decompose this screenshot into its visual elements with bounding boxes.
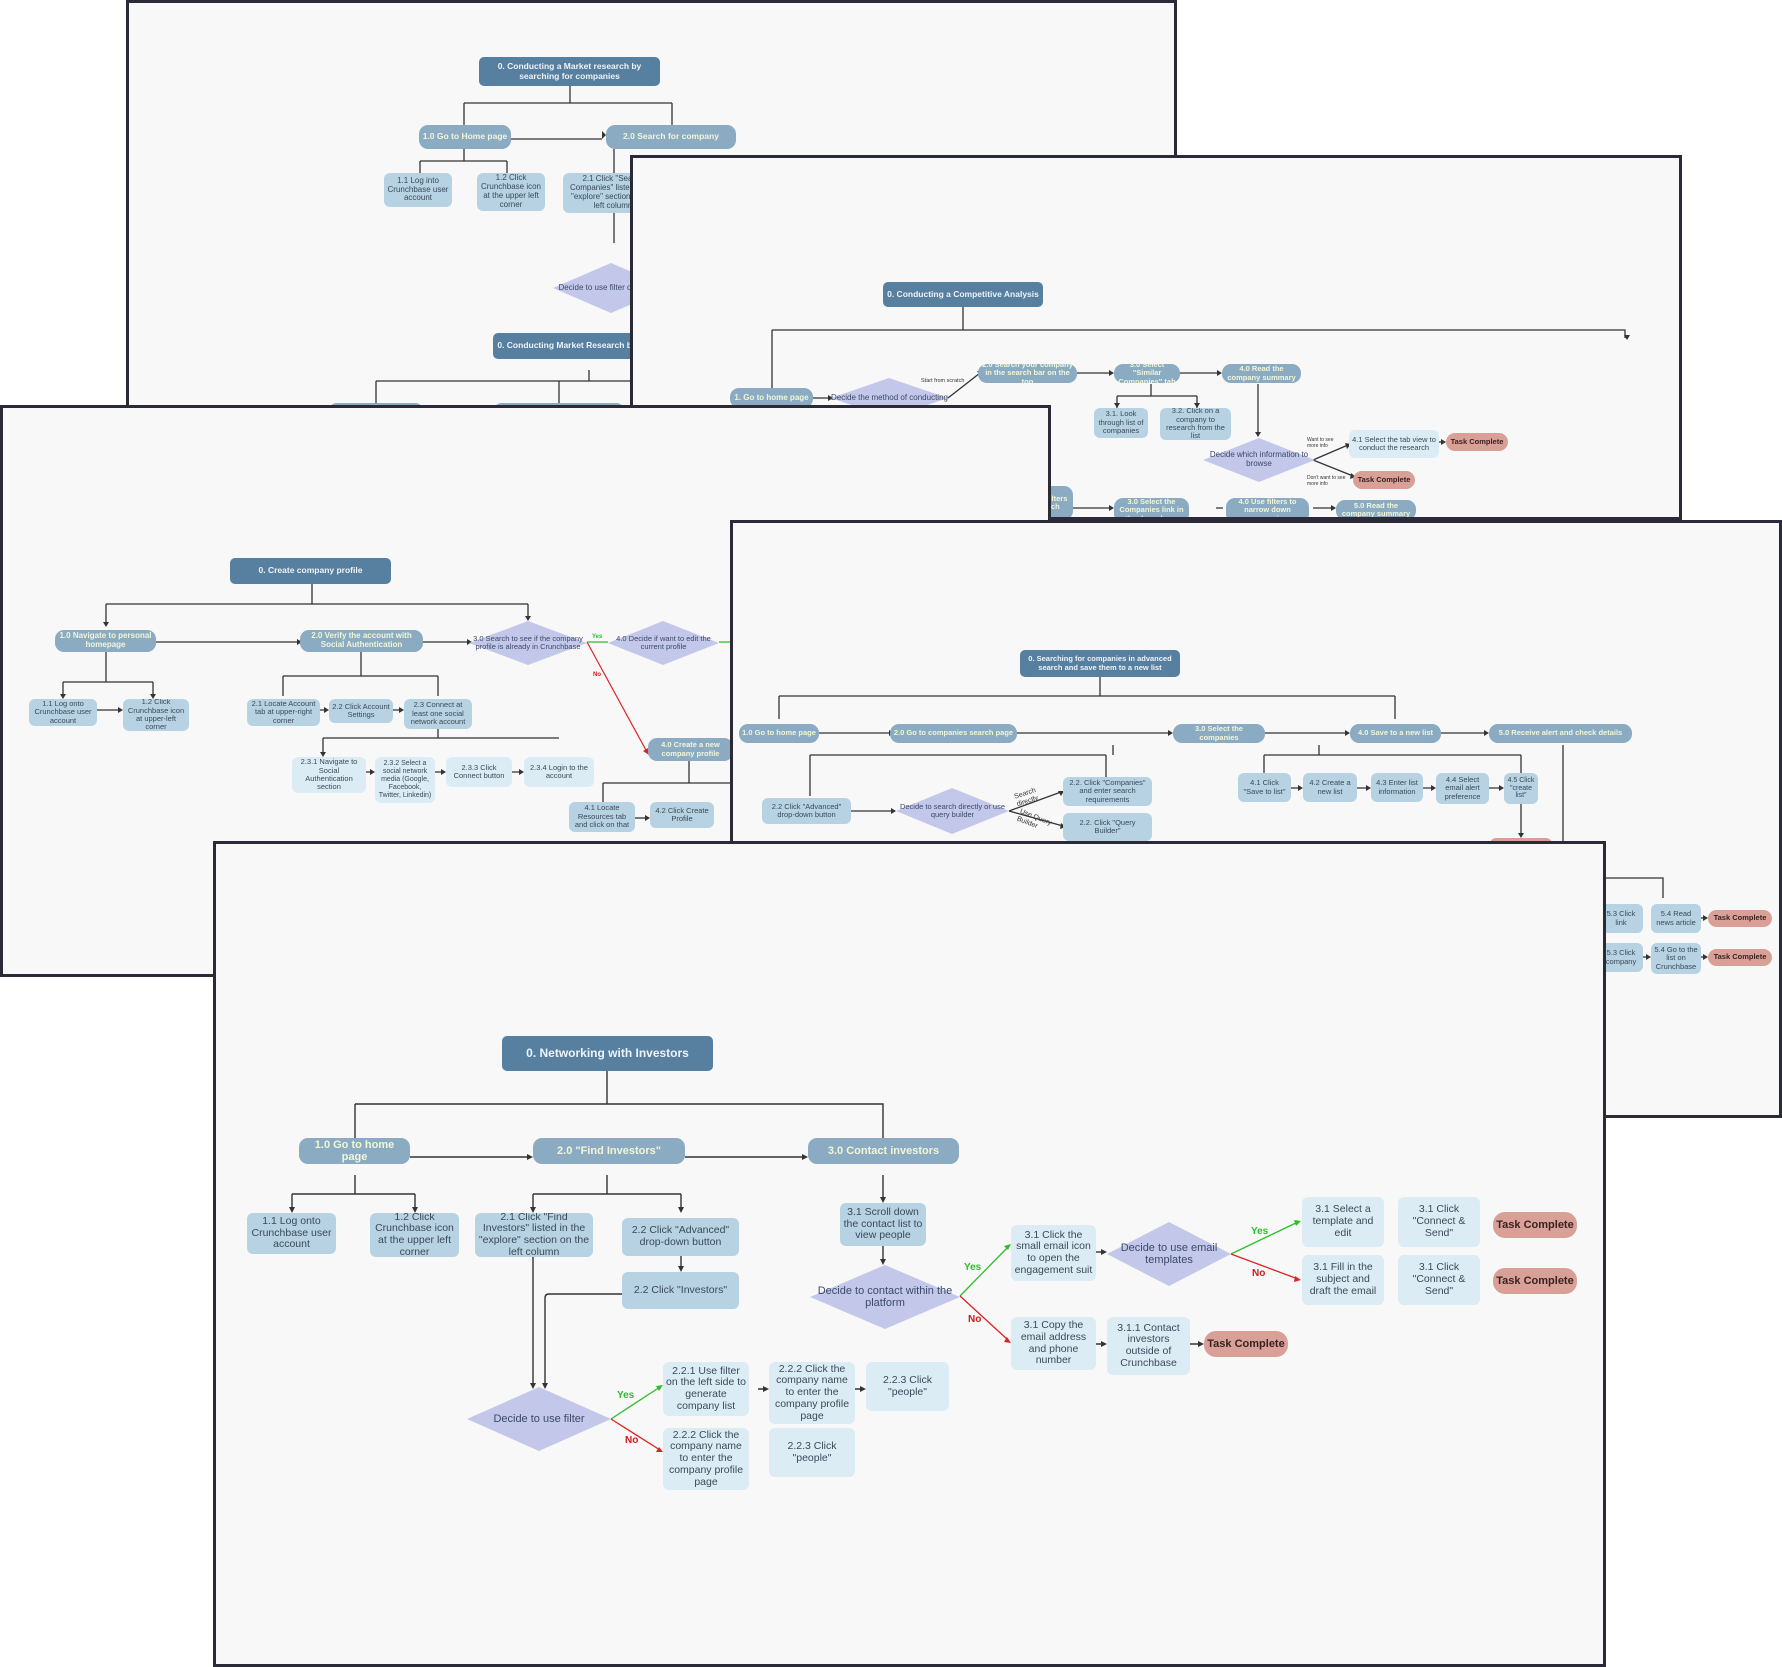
competitive-start-label: Start from scratch: [921, 378, 965, 384]
networking-node-2-2-2a: 2.2.2 Click the company name to enter th…: [769, 1362, 855, 1424]
profile-node-2-3-1: 2.3.1 Navigate to Social Authentication …: [292, 757, 366, 793]
networking-complete-1: Task Complete: [1493, 1212, 1577, 1238]
competitive-node-b3: 3.0 Select the Companies link in the dro…: [1114, 498, 1189, 517]
market-node-1: 1.0 Go to Home page: [419, 125, 511, 149]
advanced-complete-2: Task Complete: [1708, 949, 1772, 966]
advanced-node-1: 1.0 Go to home page: [739, 724, 819, 743]
profile-node-4: 4.0 Create a new company profile: [648, 738, 733, 761]
networking-node-2-2-1: 2.2.1 Use filter on the left side to gen…: [663, 1362, 749, 1416]
networking-node-3: 3.0 Contact investors: [808, 1138, 959, 1164]
advanced-node-2-2b: 2.2. Click "Query Builder": [1063, 813, 1152, 841]
advanced-node-5-3a: 5.3 Click link: [1599, 904, 1643, 933]
profile-root: 0. Create company profile: [230, 558, 391, 584]
profile-node-4-2: 4.2 Click Create Profile: [650, 802, 714, 828]
networking-root: 0. Networking with Investors: [502, 1036, 713, 1071]
networking-no-3: No: [1252, 1268, 1266, 1279]
networking-node-3-1-fill: 3.1 Fill in the subject and draft the em…: [1302, 1255, 1384, 1305]
networking-decision-contact: Decide to contact within the platform: [810, 1265, 960, 1329]
competitive-connectors: [771, 307, 1630, 511]
networking-complete-2: Task Complete: [1493, 1268, 1577, 1294]
profile-node-2: 2.0 Verify the account with Social Authe…: [300, 630, 423, 652]
networking-node-3-1-connect-1: 3.1 Click "Connect & Send": [1398, 1197, 1480, 1247]
competitive-node-2: 2.0 Search your company in the search ba…: [978, 364, 1077, 383]
networking-node-3-1-copy: 3.1 Copy the email address and phone num…: [1011, 1317, 1096, 1370]
advanced-decision: Decide to search directly or use query b…: [896, 788, 1009, 834]
competitive-node-1: 1. Go to home page: [730, 388, 813, 408]
advanced-node-3: 3.0 Select the companies: [1173, 724, 1265, 743]
market-root: 0. Conducting a Market research by searc…: [479, 57, 660, 86]
competitive-node-b5: 5.0 Read the company summary: [1336, 500, 1416, 517]
competitive-node-4-1: 4.1 Select the tab view to conduct the r…: [1349, 430, 1439, 458]
advanced-node-5: 5.0 Receive alert and check details: [1489, 724, 1632, 743]
networking-yes-1: Yes: [617, 1390, 635, 1401]
profile-node-4-1: 4.1 Locate Resources tab and click on th…: [569, 802, 635, 832]
advanced-node-4-3: 4.3 Enter list information: [1371, 773, 1423, 802]
advanced-node-2: 2.0 Go to companies search page: [890, 724, 1017, 743]
advanced-node-4-5: 4.5 Click "create list": [1504, 773, 1538, 804]
competitive-node-3-1: 3.1. Look through list of companies: [1094, 408, 1148, 438]
profile-node-2-3-4: 2.3.4 Login to the account: [524, 757, 594, 787]
networking-node-1-1: 1.1 Log onto Crunchbase user account: [247, 1213, 336, 1254]
networking-node-2-2b: 2.2 Click "Investors": [622, 1272, 739, 1309]
networking-node-1: 1.0 Go to home page: [299, 1138, 410, 1164]
competitive-want-label: Want to see more info: [1307, 437, 1334, 449]
competitive-node-4: 4.0 Read the company summary: [1222, 364, 1301, 383]
networking-node-2-2-3a: 2.2.3 Click "people": [866, 1362, 949, 1411]
networking-node-2-2-2b: 2.2.2 Click the company name to enter th…: [663, 1428, 749, 1490]
networking-node-3-1-email: 3.1 Click the small email icon to open t…: [1011, 1225, 1096, 1281]
networking-no-2: No: [968, 1314, 982, 1325]
advanced-node-5-3b: 5.3 Click company: [1599, 943, 1643, 972]
networking-node-2-2a: 2.2 Click "Advanced" drop-down button: [622, 1218, 739, 1256]
networking-node-3-1-connect-2: 3.1 Click "Connect & Send": [1398, 1255, 1480, 1305]
advanced-node-2-2: 2.2 Click "Advanced" drop-down button: [762, 798, 851, 824]
competitive-complete-1: Task Complete: [1446, 433, 1508, 451]
profile-node-2-2: 2.2 Click Account Settings: [329, 699, 393, 723]
advanced-node-4: 4.0 Save to a new list: [1350, 724, 1441, 743]
competitive-root: 0. Conducting a Competitive Analysis: [883, 282, 1043, 307]
networking-node-2-1: 2.1 Click "Find Investors" listed in the…: [475, 1213, 593, 1257]
networking-node-1-2: 1.2 Click Crunchbase icon at the upper l…: [370, 1213, 459, 1257]
networking-node-3-1-template: 3.1 Select a template and edit: [1302, 1197, 1384, 1247]
profile-decision-edit: 4.0 Decide if want to edit the current p…: [608, 621, 719, 665]
profile-node-1: 1.0 Navigate to personal homepage: [55, 630, 156, 652]
networking-investors-board: 0. Networking with Investors 1.0 Go to h…: [213, 841, 1606, 1667]
networking-node-3-1: 3.1 Scroll down the contact list to view…: [840, 1203, 926, 1246]
profile-node-2-1: 2.1 Locate Account tab at upper-right co…: [247, 699, 320, 726]
networking-connectors: [289, 1071, 1541, 1452]
advanced-node-4-2: 4.2 Create a new list: [1303, 773, 1357, 802]
networking-node-2-2-3b: 2.2.3 Click "people": [769, 1428, 855, 1477]
advanced-root: 0. Searching for companies in advanced s…: [1020, 650, 1180, 677]
advanced-node-4-4: 4.4 Select email alert preference: [1436, 773, 1489, 804]
networking-yes-3: Yes: [1251, 1226, 1269, 1237]
advanced-node-5-4b: 5.4 Go to the list on Crunchbase: [1651, 943, 1701, 974]
profile-node-2-3-3: 2.3.3 Click Connect button: [446, 757, 512, 787]
advanced-node-2-2a: 2.2. Click "Companies" and enter search …: [1063, 777, 1152, 806]
advanced-complete-1: Task Complete: [1708, 910, 1772, 927]
competitive-node-b4: 4.0 Use filters to narrow down companies: [1226, 498, 1309, 517]
profile-node-1-1: 1.1 Log onto Crunchbase user account: [29, 699, 97, 726]
market-node-1-1: 1.1 Log into Crunchbase user account: [384, 173, 452, 207]
competitive-node-3: 3.0 Select "Similar Companies" tab: [1114, 364, 1180, 383]
advanced-node-4-1: 4.1 Click "Save to list": [1238, 773, 1291, 802]
competitive-decision-info: Decide which information to browse: [1203, 438, 1315, 482]
market-node-1-2: 1.2 Click Crunchbase icon at the upper l…: [477, 173, 545, 211]
competitive-dont-label: Don't want to see more info: [1307, 475, 1346, 487]
networking-node-2: 2.0 "Find Investors": [533, 1138, 685, 1164]
market-node-2: 2.0 Search for company: [606, 125, 736, 149]
advanced-node-5-4a: 5.4 Read news article: [1651, 904, 1701, 933]
profile-decision-search: 3.0 Search to see if the company profile…: [469, 621, 587, 665]
networking-no-1: No: [625, 1435, 639, 1446]
profile-no-label: No: [593, 672, 601, 678]
networking-complete-3: Task Complete: [1204, 1331, 1288, 1357]
competitive-complete-2: Task Complete: [1353, 471, 1415, 489]
profile-node-2-3-2: 2.3.2 Select a social network media (Goo…: [375, 757, 435, 803]
networking-decision-filter: Decide to use filter: [467, 1387, 611, 1451]
networking-node-3-1-1: 3.1.1 Contact investors outside of Crunc…: [1107, 1317, 1190, 1375]
networking-decision-templates: Decide to use email templates: [1107, 1222, 1231, 1286]
networking-yes-2: Yes: [964, 1262, 982, 1273]
profile-node-1-2: 1.2 Click Crunchbase icon at upper-left …: [123, 699, 189, 731]
competitive-node-3-2: 3.2. Click on a company to research from…: [1160, 408, 1231, 440]
profile-yes-label: Yes: [592, 634, 603, 640]
profile-node-2-3: 2.3 Connect at least one social network …: [404, 699, 472, 729]
